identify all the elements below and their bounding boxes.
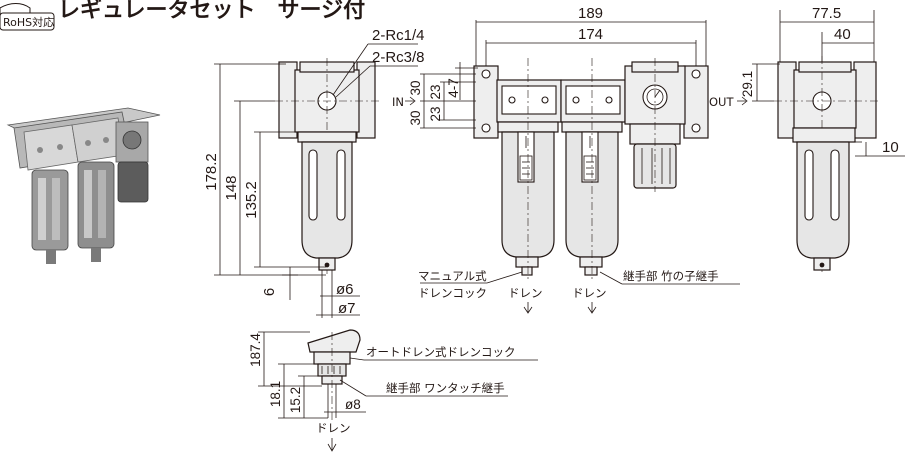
center-view: 189 174 — [392, 5, 748, 314]
drain-label-b: ドレン — [572, 286, 607, 300]
dim-23-top: 23 — [428, 84, 443, 99]
dim-10: 10 — [882, 139, 899, 156]
auto-drain-label: オートドレン式ドレンコック — [366, 345, 516, 359]
rohs-badge — [0, 12, 55, 31]
bowl-2 — [565, 131, 619, 258]
port-label-rc38: 2-Rc3/8 — [372, 49, 425, 66]
front-view: 2-Rc1/4 2-Rc3/8 178.2 148 135.2 6 ø6 ø7 — [203, 27, 425, 318]
page-title: レギュレータセット サージ付 — [58, 0, 365, 23]
auto-drain-arrow-icon — [327, 438, 337, 452]
dim-4-7: 4-7 — [446, 78, 461, 98]
bowl-1 — [501, 131, 555, 258]
port-label-rc14: 2-Rc1/4 — [372, 27, 425, 44]
out-arrow-icon — [737, 96, 748, 106]
dim-15-2: 15.2 — [288, 387, 303, 413]
out-label: OUT — [709, 95, 734, 109]
dim-174: 174 — [578, 26, 603, 43]
in-arrow-icon — [405, 96, 416, 106]
dim-189: 189 — [578, 5, 603, 22]
auto-drain-fitting-label: 継手部 ワンタッチ継手 — [386, 381, 505, 395]
dim-23-bottom: 23 — [428, 106, 443, 121]
dim-187-4: 187.4 — [248, 333, 263, 367]
dim-30-top: 30 — [408, 80, 423, 95]
dim-18-1: 18.1 — [268, 381, 283, 407]
logo-mark-icon — [0, 3, 31, 15]
dim-29-1: 29.1 — [740, 71, 755, 97]
drain-label-a: ドレン — [508, 286, 543, 300]
manual-drain-label-line2: ドレンコック — [418, 286, 487, 300]
in-label: IN — [392, 95, 404, 109]
drain-arrow-b-icon — [587, 302, 597, 314]
dim-148: 148 — [223, 175, 240, 200]
dim-phi6: ø6 — [336, 281, 354, 298]
fitting-label-center: 継手部 竹の子継手 — [623, 269, 719, 283]
dim-30-bottom: 30 — [408, 110, 423, 125]
dim-40: 40 — [834, 26, 851, 43]
drain-arrow-a-icon — [523, 302, 533, 314]
dim-phi8: ø8 — [345, 397, 361, 412]
auto-drain-drain-label: ドレン — [316, 421, 351, 435]
dim-135: 135.2 — [243, 181, 260, 219]
product-photo — [6, 107, 161, 264]
dim-6: 6 — [261, 288, 278, 296]
header: RoHS対応 レギュレータセット サージ付 — [0, 0, 365, 31]
dim-overall-height: 178.2 — [203, 153, 220, 191]
side-view: 77.5 40 29.1 10 — [740, 5, 905, 275]
manual-drain-label-line1: マニュアル式 — [418, 269, 487, 283]
dim-phi7: ø7 — [338, 300, 356, 317]
rohs-badge-text: RoHS対応 — [3, 15, 54, 29]
dim-77-5: 77.5 — [812, 5, 841, 22]
auto-drain-detail: 187.4 18.1 15.2 ø8 オートドレン式ドレンコック 継手部 ワンタ… — [248, 329, 538, 452]
